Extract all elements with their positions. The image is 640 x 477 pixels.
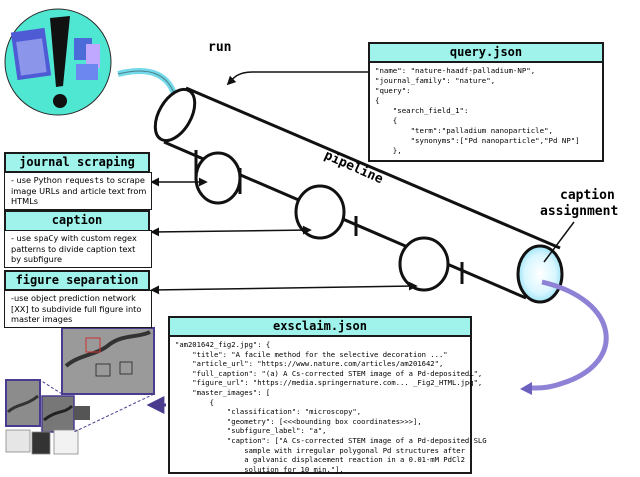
run-arrow: [117, 68, 179, 101]
output-arrow: [531, 279, 609, 391]
arrow-figure-separation: [150, 281, 418, 295]
step-caption-distribution-desc: - use spaCy with custom regex patterns t…: [4, 230, 152, 268]
arrow-caption-distribution: [150, 225, 312, 237]
query-json-line: "term":"palladium nanoparticle",: [375, 126, 553, 135]
exsclaim-json-line: solution for 10 min."],: [175, 464, 344, 474]
figure-thumbnails: [5, 327, 155, 455]
exsclaim-json-line: a galvanic displacement reaction in a 0.…: [175, 455, 465, 465]
desc-text: to scrape image URLs and article text fr…: [11, 175, 147, 206]
step-title: figure separation: [15, 273, 139, 287]
query-json-line: "search_field_1":: [375, 106, 469, 115]
query-json-line: {: [375, 116, 398, 125]
step-figure-separation-title: figure separation: [4, 270, 150, 291]
exsclaim-json-line: "article_url": "https://www.nature.com/a…: [175, 359, 444, 369]
exsclaim-json-line: "caption": ["A Cs-corrected STEM image o…: [175, 435, 487, 445]
query-json-title: query.json: [370, 44, 602, 63]
desc-code: requests: [64, 175, 105, 185]
step-figure-separation-desc: -use object prediction network [XX] to s…: [4, 290, 152, 328]
exsclaim-json-line: "geometry": [<<<bounding box coordinates…: [175, 416, 422, 426]
exsclaim-json-line: {: [175, 397, 214, 407]
step-journal-scraping-title: journal scraping: [4, 152, 150, 173]
query-json-line: "journal_family": "nature",: [375, 76, 496, 85]
caption-assignment-label-line1: caption: [560, 188, 615, 203]
query-json-line: },: [375, 146, 402, 155]
desc-text: - use: [11, 233, 34, 243]
query-json-content: "name": "nature-haadf-palladium-NP","jou…: [370, 63, 602, 159]
exsclaim-json-line: sample with irregular polygonal Pd struc…: [175, 445, 465, 455]
run-label: run: [208, 40, 232, 55]
exsclaim-json-box: exsclaim.json "am201642_fig2.jpg": { "ti…: [168, 316, 487, 477]
exsclaim-json-line: "figure_url": "https://media.springernat…: [175, 378, 483, 388]
exsclaim-json-line: "full_caption": "(a) A Cs-corrected STEM…: [175, 368, 483, 378]
exsclaim-json-line: "classification": "microscopy",: [175, 407, 362, 417]
query-json-line: "synonyms":["Pd nanoparticle","Pd NP"]: [375, 136, 580, 145]
query-json-line: {: [375, 96, 380, 105]
pipeline-tube: [153, 86, 566, 304]
exsclaim-logo: [4, 8, 112, 116]
exsclaim-json-title: exsclaim.json: [170, 318, 470, 337]
exsclaim-json-content: "am201642_fig2.jpg": { "title": "A facil…: [170, 337, 487, 477]
exsclaim-json-line: "title": "A facile method for the select…: [175, 349, 448, 359]
desc-text: - use Python: [11, 175, 65, 185]
query-json-box: query.json "name": "nature-haadf-palladi…: [368, 42, 604, 162]
step-journal-scraping-desc: - use Python requests to scrape image UR…: [4, 172, 152, 210]
desc-code: spaCy: [33, 233, 59, 243]
exsclaim-json-line: "am201642_fig2.jpg": {: [175, 340, 271, 349]
query-json-line: "name": "nature-haadf-palladium-NP",: [375, 66, 536, 75]
caption-assignment-label-line2: assignment: [540, 204, 619, 219]
query-json-line: "query":: [375, 86, 411, 95]
step-title: journal scraping: [19, 155, 135, 169]
exsclaim-json-line: "subfigure_label": "a",: [175, 426, 327, 436]
desc-text: with custom regex patterns to divide cap…: [11, 233, 137, 264]
desc-text: -use object prediction network [XX] to s…: [11, 293, 142, 324]
exsclaim-json-line: "master_images": [: [175, 387, 271, 397]
